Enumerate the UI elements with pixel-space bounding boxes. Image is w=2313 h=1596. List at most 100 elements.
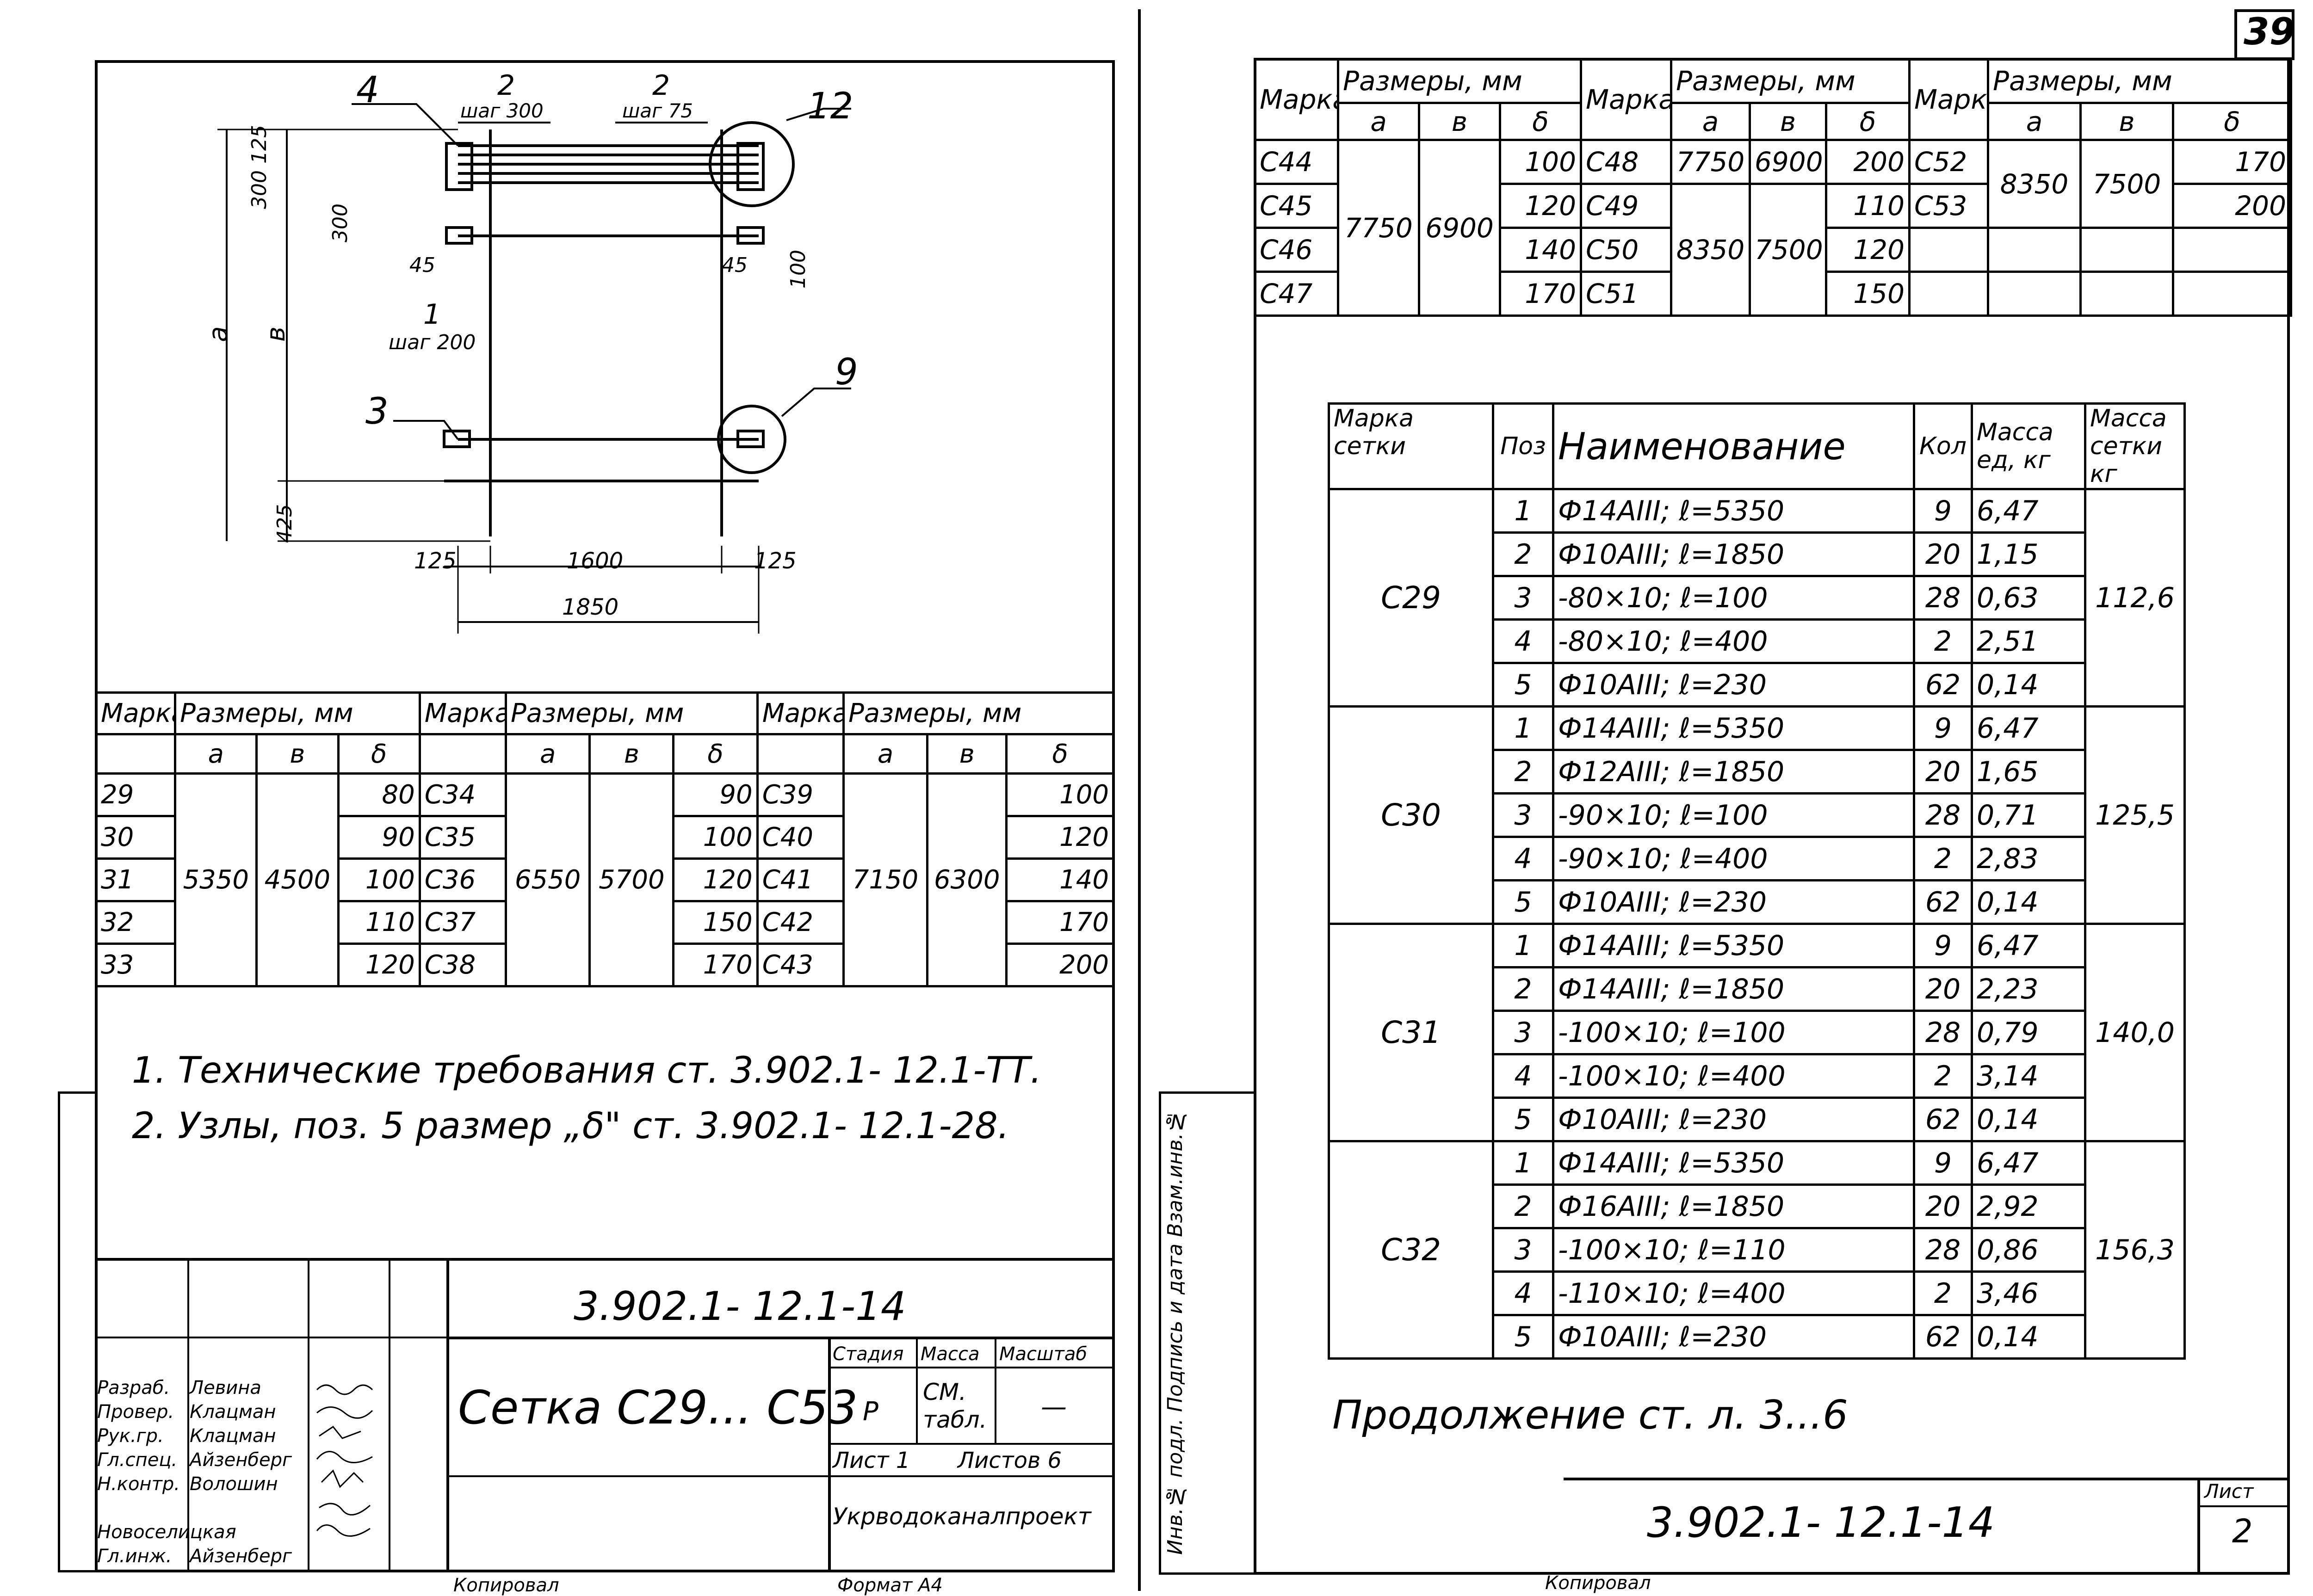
tr-header-mark-2: Марка [1580, 58, 1672, 141]
top-count-right: 2 [652, 69, 670, 102]
sub-d-1: δ [337, 733, 421, 775]
tr-header-sizes-2: Размеры, мм [1670, 58, 1911, 104]
spec-qty: 28 [1913, 1227, 1973, 1273]
spec-qty: 62 [1913, 879, 1973, 925]
right-stamp [1564, 1478, 2290, 1578]
spec-table: Марка сетки Поз Наименование Кол Масса е… [1328, 402, 2186, 1360]
plate-top-right [736, 142, 765, 191]
sheet-divider [1138, 9, 1141, 1591]
spec-name: Ф14АIII; ℓ=5350 [1552, 1140, 1915, 1186]
signer-row: Гл.спец.Айзенберг [97, 1449, 292, 1471]
spec-qty: 28 [1913, 792, 1973, 838]
dim-300-125: 300 125 [247, 125, 271, 209]
spec-qty: 20 [1913, 1183, 1973, 1229]
spec-qty: 28 [1913, 575, 1973, 621]
spec-pos: 1 [1492, 923, 1554, 968]
table-row: 33 120 С38 170 С43 200 [94, 943, 1115, 987]
sub-d-2: δ [672, 733, 759, 775]
spec-name: -80×10; ℓ=400 [1552, 618, 1915, 664]
spec-unit-mass: 3,46 [1971, 1270, 2086, 1316]
spec-name: -90×10; ℓ=100 [1552, 792, 1915, 838]
spec-unit-mass: 0,14 [1971, 662, 2086, 708]
spec-header-total-mass: Масса сетки кг [2084, 402, 2186, 490]
dim-45-left: 45 [409, 253, 435, 277]
spec-qty: 20 [1913, 966, 1973, 1012]
mesh-drawing [217, 103, 851, 634]
tr-g3-b: 7500 [2079, 139, 2174, 229]
spec-name: Ф10АIII; ℓ=230 [1552, 1314, 1915, 1360]
spec-qty: 62 [1913, 1097, 1973, 1142]
header-sizes-2: Размеры, мм [505, 691, 759, 735]
spec-pos: 1 [1492, 488, 1554, 534]
callout-9: 9 [835, 351, 858, 393]
dim-1600: 1600 [567, 548, 624, 574]
sub-b-1: в [255, 733, 340, 775]
mass-label: Масса [921, 1343, 980, 1365]
title-block [95, 1258, 1115, 1575]
spec-qty: 9 [1913, 488, 1973, 534]
signatures [316, 1384, 373, 1537]
spec-qty: 20 [1913, 531, 1973, 577]
spec-header-pos: Поз [1492, 402, 1554, 490]
spec-header-name: Наименование [1552, 402, 1915, 490]
sub-d-3: δ [1005, 733, 1115, 775]
dim-45-right: 45 [722, 253, 748, 277]
side-stamp-text: Инв.№ подл. Подпись и дата Взам.инв.№ [1163, 1109, 1187, 1555]
spec-mark: С29 [1328, 488, 1494, 708]
spec-pos: 5 [1492, 1314, 1554, 1360]
spec-qty: 2 [1913, 1053, 1973, 1099]
dim-300: 300 [328, 203, 352, 242]
callout-12: 12 [807, 86, 853, 127]
plate-mid-left [445, 226, 473, 245]
spec-name: Ф14АIII; ℓ=1850 [1552, 966, 1915, 1012]
table-row: 31 100 С36 120 С41 140 [94, 857, 1115, 902]
spec-unit-mass: 6,47 [1971, 1140, 2086, 1186]
group1-b: 4500 [255, 772, 340, 987]
spec-name: Ф14АIII; ℓ=5350 [1552, 705, 1915, 751]
org-name: Укрводоканалпроект [833, 1503, 1091, 1530]
spec-pos: 3 [1492, 1010, 1554, 1055]
sub-a-3: a [842, 733, 929, 775]
tr-g2-a: 8350 [1670, 183, 1751, 317]
header-sizes-3: Размеры, мм [842, 691, 1115, 735]
spec-unit-mass: 0,14 [1971, 1314, 2086, 1360]
signer-row: Гл.инж.Айзенберг [97, 1546, 292, 1567]
header-mark-1: Марка [94, 691, 177, 735]
spec-unit-mass: 2,51 [1971, 618, 2086, 664]
spec-qty: 20 [1913, 749, 1973, 795]
spec-unit-mass: 0,86 [1971, 1227, 2086, 1273]
mid-step: шаг 200 [389, 331, 476, 354]
spec-unit-mass: 0,14 [1971, 1097, 2086, 1142]
spec-unit-mass: 3,14 [1971, 1053, 2086, 1099]
table-row: 32 110 С37 150 С42 170 [94, 900, 1115, 945]
scale-value: — [1041, 1392, 1067, 1422]
signer-row: Н.контр.Волошин [97, 1473, 278, 1495]
tr-g2-b: 7500 [1749, 183, 1827, 317]
plate-mid-right [736, 226, 765, 245]
sub-b-3: в [926, 733, 1008, 775]
stage-label: Стадия [833, 1343, 904, 1365]
tr-g1-b: 6900 [1418, 139, 1501, 317]
spec-name: -100×10; ℓ=400 [1552, 1053, 1915, 1099]
spec-pos: 1 [1492, 705, 1554, 751]
spec-qty: 9 [1913, 923, 1973, 968]
spec-total-mass: 125,5 [2084, 705, 2186, 925]
spec-pos: 4 [1492, 836, 1554, 881]
spec-name: -90×10; ℓ=400 [1552, 836, 1915, 881]
spec-name: Ф10АIII; ℓ=230 [1552, 662, 1915, 708]
spec-unit-mass: 0,71 [1971, 792, 2086, 838]
spec-unit-mass: 1,15 [1971, 531, 2086, 577]
table-row: С45 120 С49 8350 7500 110 С53 200 [1254, 183, 2292, 317]
